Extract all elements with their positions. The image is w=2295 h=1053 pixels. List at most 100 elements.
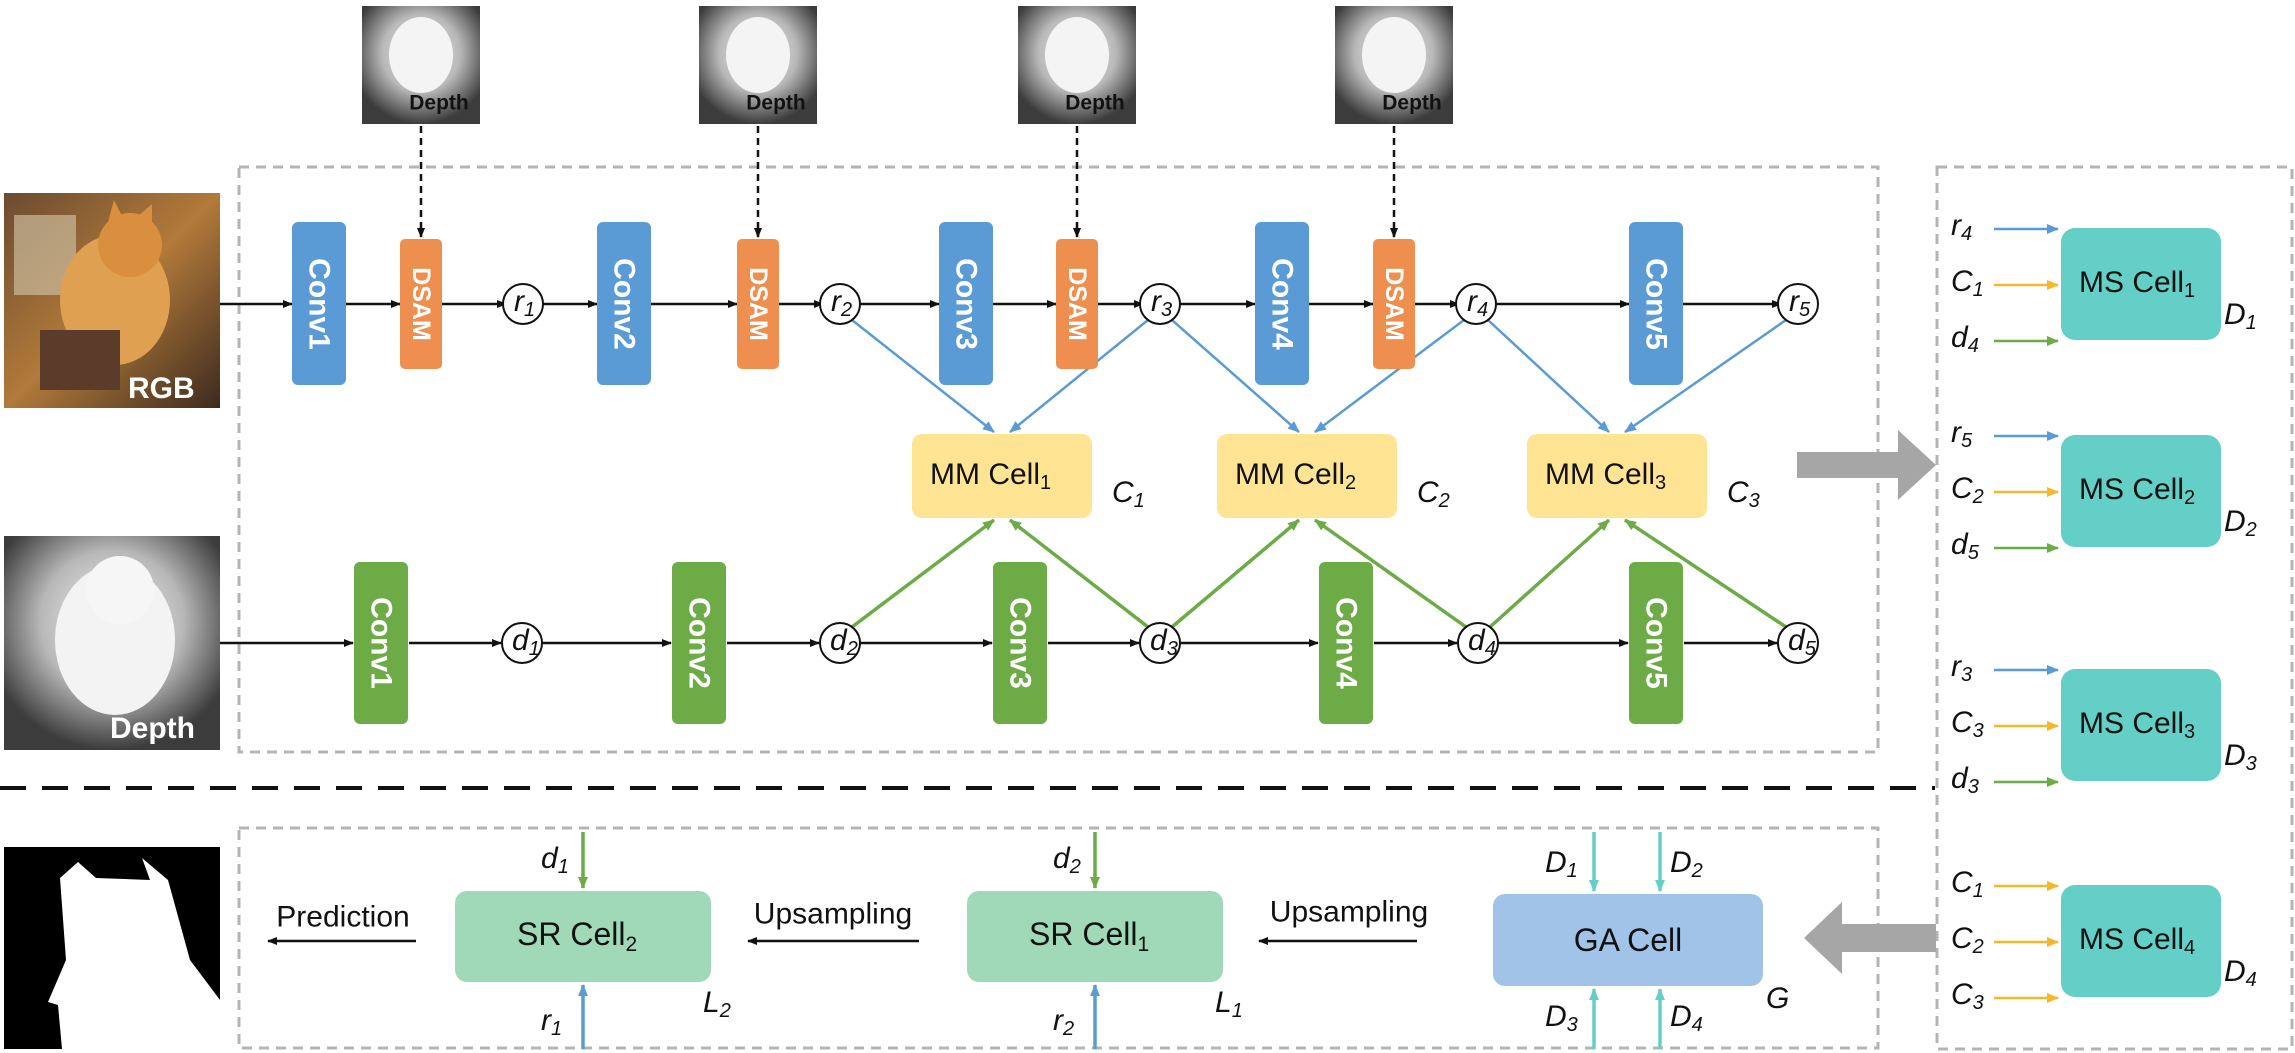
d-node	[1457, 622, 1499, 664]
depth-thumbnail: Depth	[1335, 6, 1453, 124]
sr-cell-2-box	[455, 891, 711, 982]
rgb-conv-label: Conv5	[1640, 258, 1673, 350]
depth-thumbnail-label: Depth	[409, 92, 469, 115]
rgb-input-image: RGB	[4, 193, 220, 408]
mm-cell-box	[912, 434, 1092, 518]
arrow-d-to-mm	[1624, 518, 1787, 629]
depth-conv-block	[354, 562, 408, 724]
ms-cell-label: MS Cell4	[2079, 923, 2195, 960]
dsam-block	[1373, 239, 1415, 369]
rgb-label: RGB	[128, 372, 195, 405]
ms-input-label: C1	[1951, 265, 1984, 302]
r-node-label: r4	[1467, 285, 1488, 322]
ms-cell-output-label: D4	[2224, 955, 2257, 992]
ms-input-label: C3	[1951, 978, 1984, 1015]
ms-input-label: r4	[1951, 209, 1972, 246]
arrow-d-to-mm	[1170, 518, 1301, 629]
arrow-r-to-mm	[1624, 318, 1787, 434]
ms-cell-output-label: D1	[2224, 298, 2257, 335]
r-node	[502, 283, 544, 325]
ms-cell-label: MS Cell1	[2079, 266, 2195, 303]
sr-cell-1-bottom-label: r2	[1053, 1004, 1074, 1041]
mm-cell-output-label: C1	[1112, 476, 1145, 513]
ms-input-label: C1	[1951, 866, 1984, 903]
arrow-d-to-mm	[1313, 518, 1468, 629]
d-node-label: d2	[830, 624, 858, 661]
depth-conv-label: Conv3	[1004, 597, 1037, 689]
arrow-r-to-mm	[1009, 319, 1149, 433]
ms-input-label: r3	[1951, 650, 1972, 687]
dsam-block	[400, 239, 442, 369]
ms-input-label: r5	[1951, 416, 1973, 453]
dsam-label: DSAM	[407, 267, 435, 341]
depth-conv-block	[1319, 562, 1373, 724]
sr-cell-2-label: SR Cell2	[517, 916, 637, 956]
upsampling-label: Upsampling	[1270, 896, 1428, 929]
sr-cell-1-top-label: d2	[1053, 842, 1081, 879]
depth-thumbnail: Depth	[362, 6, 480, 124]
ga-cell-label: GA Cell	[1574, 922, 1682, 958]
r-node	[819, 283, 861, 325]
d-node	[1777, 622, 1819, 664]
arrow-d-to-mm	[1008, 518, 1150, 629]
arrow-d-to-mm	[1488, 518, 1611, 629]
ga-input-label: D1	[1545, 846, 1578, 883]
prediction-label: Prediction	[276, 901, 409, 934]
rgb-conv-block	[597, 222, 651, 385]
ms-input-label: d4	[1951, 321, 1979, 358]
d-node-label: d3	[1150, 624, 1178, 661]
decoder-group-box	[237, 826, 1880, 1050]
dsam-label: DSAM	[1380, 267, 1408, 341]
mm-cell-label: MM Cell3	[1545, 458, 1666, 495]
sr-cell-2-top-label: d1	[541, 842, 569, 879]
sr-cell-1-label: SR Cell1	[1029, 916, 1149, 956]
r-node-label: r1	[514, 285, 535, 322]
r-node-label: r3	[1151, 285, 1172, 322]
upsampling-label: Upsampling	[754, 898, 912, 931]
ga-output-label: G	[1766, 982, 1789, 1015]
depth-conv-block	[1629, 562, 1683, 724]
depth-input-image: Depth	[4, 536, 220, 750]
d-node	[819, 622, 861, 664]
ms-input-label: d3	[1951, 762, 1979, 799]
sr-cell-2-output-label: L2	[703, 986, 731, 1023]
ms-cell-box	[2061, 885, 2221, 997]
rgb-conv-label: Conv3	[950, 258, 983, 350]
d-node-label: d4	[1468, 624, 1496, 661]
dsam-block	[1056, 239, 1098, 369]
mm-cell-output-label: C2	[1417, 476, 1450, 513]
prediction-output-image	[4, 847, 220, 1049]
depth-thumbnail: Depth	[1018, 6, 1136, 124]
rgb-conv-block	[292, 222, 346, 385]
r-node	[1455, 283, 1497, 325]
arrow-r-to-mm	[1314, 319, 1465, 433]
ms-cell-output-label: D2	[2224, 505, 2257, 542]
depth-thumbnail-label: Depth	[1065, 92, 1125, 115]
ms-group-box	[1935, 165, 2294, 1051]
rgb-conv-label: Conv2	[608, 258, 641, 350]
ms-input-label: C2	[1951, 472, 1984, 509]
sr-cell-1-box	[967, 891, 1223, 982]
ms-cell-output-label: D3	[2224, 739, 2257, 776]
mm-cell-label: MM Cell1	[930, 458, 1051, 495]
depth-thumbnail-shape	[389, 17, 453, 93]
encoder-group-box	[237, 165, 1880, 754]
depth-thumbnail-shape	[1045, 17, 1109, 93]
depth-thumbnail-shape	[726, 17, 790, 93]
ga-input-label: D3	[1545, 1000, 1578, 1037]
ga-input-label: D2	[1670, 846, 1703, 883]
transfer-arrow-left	[1804, 902, 1936, 974]
ga-cell-box	[1493, 894, 1763, 986]
depth-conv-label: Conv5	[1640, 597, 1673, 689]
ms-cell-label: MS Cell3	[2079, 707, 2195, 744]
mm-cell-label: MM Cell2	[1235, 458, 1356, 495]
ms-cell-box	[2061, 435, 2221, 547]
d-node	[1139, 622, 1181, 664]
depth-conv-label: Conv1	[365, 597, 398, 689]
arrow-d-to-mm	[850, 518, 996, 629]
mm-cell-output-label: C3	[1727, 476, 1760, 513]
depth-thumbnail-label: Depth	[746, 92, 806, 115]
sr-cell-2-bottom-label: r1	[541, 1004, 562, 1041]
r-node-label: r2	[831, 285, 852, 322]
